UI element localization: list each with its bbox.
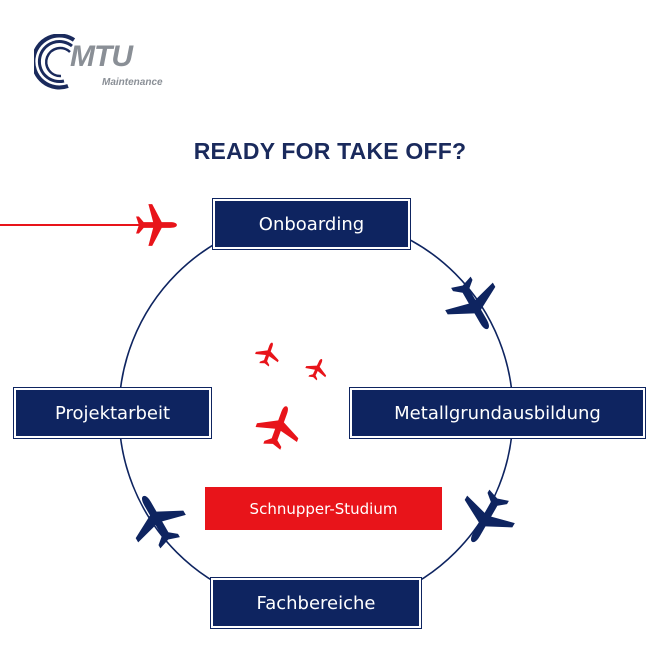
stage-onboarding: Onboarding (212, 198, 411, 250)
airplane-icon-ring-2 (448, 481, 523, 556)
airplane-icon-small-3 (251, 398, 308, 455)
airplane-icon-ring-3 (119, 482, 194, 557)
airplane-icon-incoming (136, 204, 177, 246)
airplane-icon-small-1 (252, 338, 284, 369)
logo-brand: MTU (70, 40, 133, 73)
logo-subtitle: Maintenance (102, 77, 163, 88)
headline: READY FOR TAKE OFF? (193, 138, 467, 164)
stage-projektarbeit: Projektarbeit (13, 387, 212, 439)
airplane-icon-small-2 (302, 354, 332, 384)
airplane-icon-ring-1 (437, 268, 512, 343)
logo-swoosh-icon (34, 34, 76, 90)
mtu-logo: MTU Maintenance (34, 34, 184, 98)
stage-metallgrundausbildung: Metallgrundausbildung (349, 387, 646, 439)
highlight-schnupper-studium: Schnupper-Studium (205, 487, 442, 530)
stage-fachbereiche: Fachbereiche (210, 577, 422, 629)
